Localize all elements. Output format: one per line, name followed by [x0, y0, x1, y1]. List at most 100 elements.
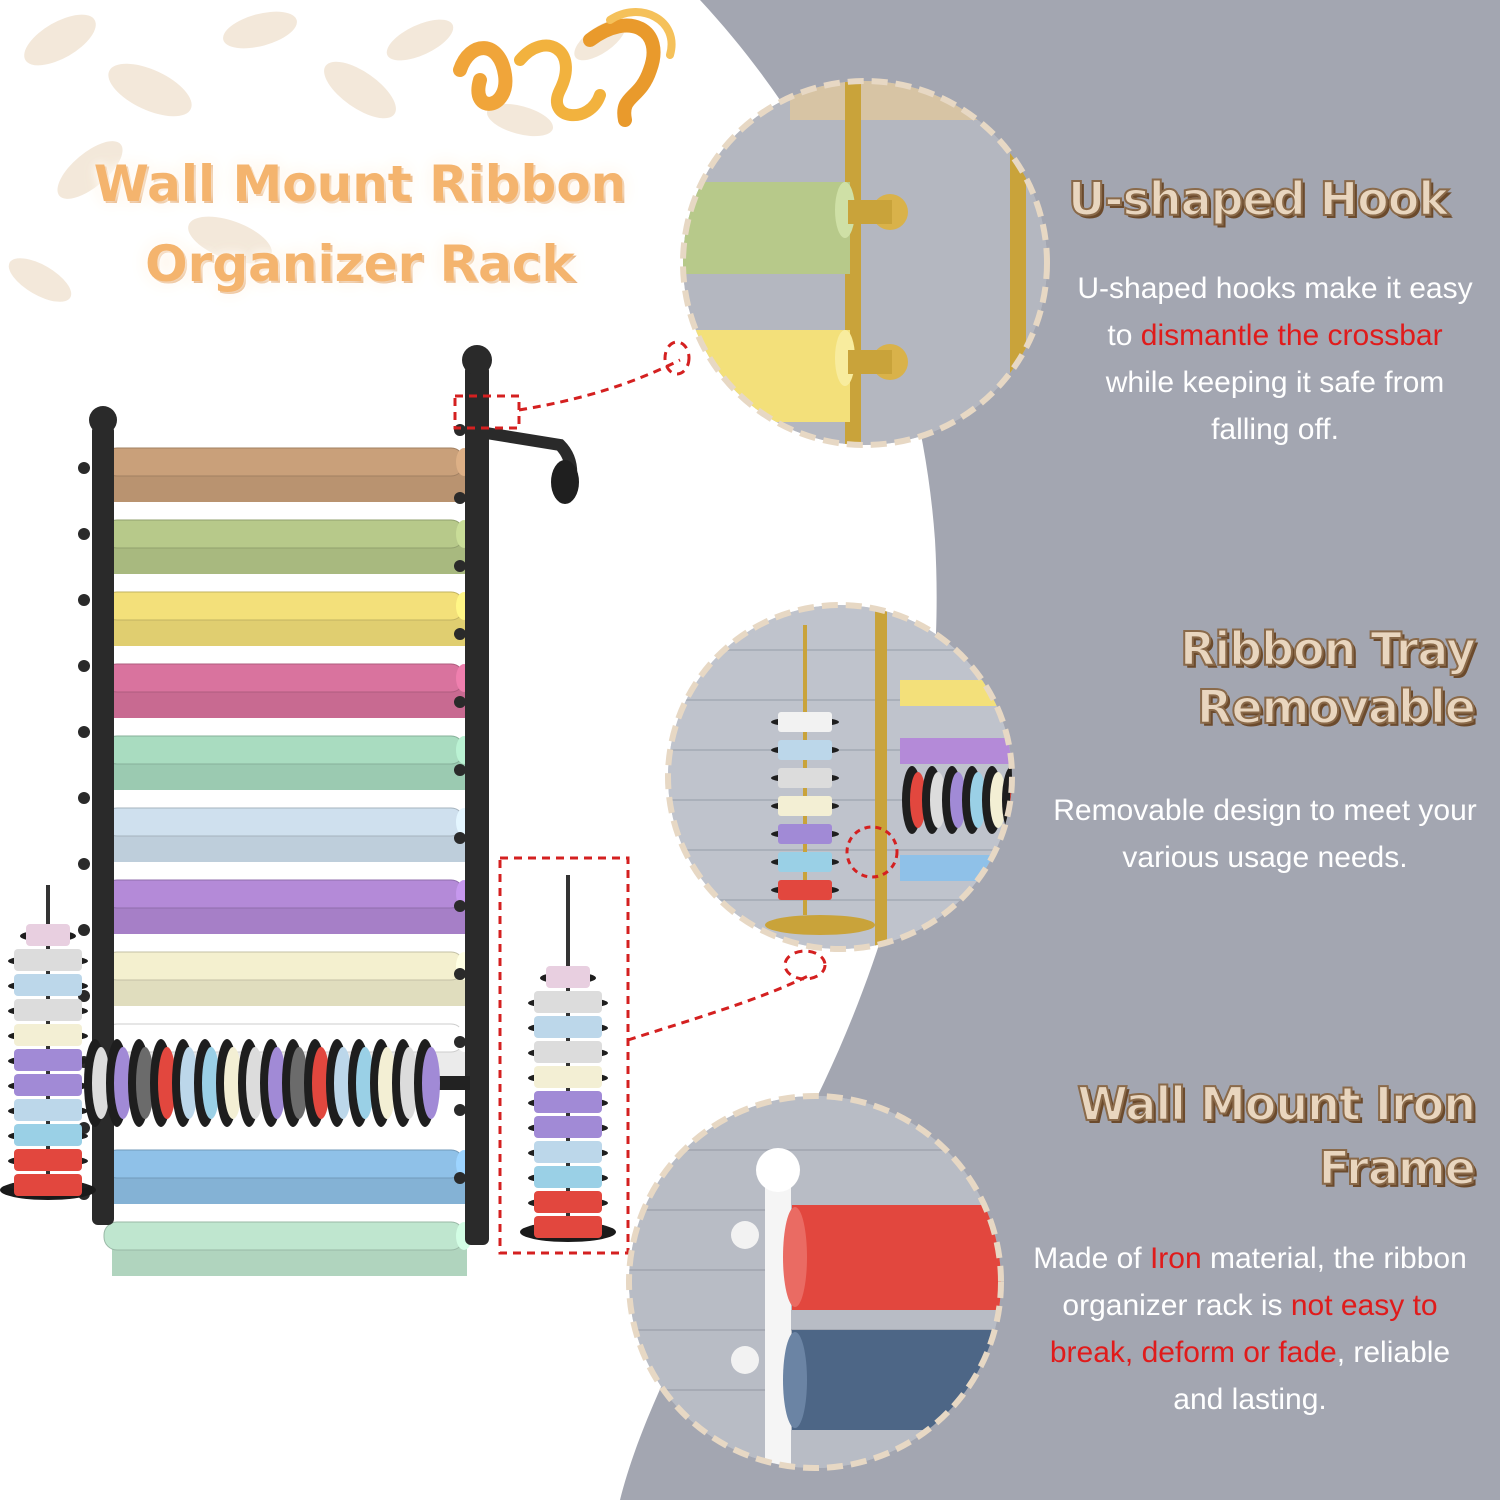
frame-knob	[78, 726, 90, 738]
ribbon-spool	[930, 772, 946, 828]
feature-description-hook: U-shaped hooks make it easy to dismantle…	[1070, 265, 1480, 453]
ribbon-spool	[180, 1047, 198, 1119]
ribbon-spool	[970, 772, 986, 828]
ribbon-spool	[910, 772, 926, 828]
feature-heading-frame-text: Wall Mount Iron Frame	[1076, 1076, 1477, 1196]
ribbon-spool	[990, 772, 1006, 828]
ribbon-spool	[378, 1047, 396, 1119]
frame-knob	[78, 792, 90, 804]
ribbon-spool	[290, 1047, 308, 1119]
paper-roll	[103, 951, 465, 981]
feature-description-frame: Made of Iron material, the ribbon organi…	[1030, 1235, 1470, 1423]
stacked-spool	[534, 991, 602, 1013]
stacked-spool	[534, 1216, 602, 1238]
description-text: U-shaped hooks make it easy to	[1077, 272, 1473, 352]
stacked-spool	[778, 852, 832, 872]
leaf-pattern-background	[8, 11, 626, 302]
frame-knob	[454, 1104, 466, 1116]
highlight-text: not easy to break, deform or fade	[1049, 1289, 1438, 1369]
stacked-spool	[534, 1191, 602, 1213]
stacked-spool	[14, 1049, 82, 1071]
stacked-spool	[14, 949, 82, 971]
stacked-spool	[546, 966, 590, 988]
ribbon-spool	[202, 1047, 220, 1119]
paper-roll	[103, 663, 465, 693]
hook-detail-circle	[680, 78, 1050, 448]
callout-markers	[453, 340, 827, 1255]
stacked-spool	[778, 740, 832, 760]
stacked-spool	[534, 1091, 602, 1113]
stacked-spool	[778, 796, 832, 816]
ribbon-spool	[268, 1047, 286, 1119]
stacked-spool	[778, 712, 832, 732]
frame-knob	[454, 1172, 466, 1184]
stacked-spool	[778, 768, 832, 788]
stacked-spool	[778, 824, 832, 844]
frame-knob	[78, 660, 90, 672]
description-text: , reliable and lasting.	[1173, 1336, 1451, 1416]
paper-roll	[103, 1149, 465, 1179]
ribbon-spool	[158, 1047, 176, 1119]
stacked-spool	[14, 974, 82, 996]
ribbon-spool	[334, 1047, 352, 1119]
frame-knob	[454, 492, 466, 504]
frame-knob	[78, 924, 90, 936]
frame-knob	[78, 594, 90, 606]
ribbon-spool	[400, 1047, 418, 1119]
stacked-spool	[534, 1041, 602, 1063]
feature-heading-frame: Wall Mount Iron Frame	[965, 1072, 1477, 1200]
stacked-spool	[14, 1099, 82, 1121]
ribbon-swirl-decoration	[453, 8, 676, 127]
stacked-spool	[534, 1116, 602, 1138]
frame-knob	[454, 968, 466, 980]
paper-roll	[103, 1221, 465, 1251]
paper-roll	[103, 591, 465, 621]
stacked-spool	[534, 1141, 602, 1163]
highlight-text: dismantle the crossbar	[1140, 319, 1443, 352]
ribbon-spool	[92, 1047, 110, 1119]
feature-heading-tray-text: Ribbon Tray Removable	[1179, 621, 1477, 735]
ribbon-spool	[246, 1047, 264, 1119]
highlight-text: Iron	[1149, 1242, 1202, 1275]
paper-roll	[103, 519, 465, 549]
feature-heading-tray: Ribbon Tray Removable	[1005, 620, 1477, 736]
stacked-spool	[14, 1124, 82, 1146]
frame-knob	[454, 832, 466, 844]
ribbon-spool	[136, 1047, 154, 1119]
stacked-spool	[14, 1024, 82, 1046]
frame-knob	[454, 628, 466, 640]
description-text: while keeping it safe from falling off.	[1105, 366, 1445, 446]
frame-knob	[454, 560, 466, 572]
feature-heading-hook: U-shaped Hook	[1067, 171, 1450, 227]
stacked-spool	[14, 1074, 82, 1096]
ribbon-spool	[422, 1047, 440, 1119]
paper-roll	[103, 879, 465, 909]
stacked-spool	[534, 1066, 602, 1088]
main-title-line2: Organizer Rack	[145, 235, 575, 293]
frame-detail-circle	[626, 1093, 1004, 1471]
ribbon-spool	[312, 1047, 330, 1119]
frame-knob	[78, 858, 90, 870]
stacked-spool	[14, 1174, 82, 1196]
frame-knob	[78, 528, 90, 540]
ribbon-spool	[224, 1047, 242, 1119]
frame-knob	[78, 462, 90, 474]
ribbon-spool	[114, 1047, 132, 1119]
stacked-spool	[534, 1166, 602, 1188]
frame-knob	[454, 1036, 466, 1048]
description-text: material, the ribbon organizer rack is	[1062, 1242, 1467, 1322]
frame-knob	[454, 424, 466, 436]
paper-roll	[103, 807, 465, 837]
tray-detail-circle	[665, 602, 1015, 952]
frame-knob	[454, 900, 466, 912]
ribbon-spool-flange	[1002, 766, 1012, 834]
feature-description-tray: Removable design to meet your various us…	[1045, 787, 1485, 881]
ribbon-rack	[0, 345, 616, 1276]
description-text: Made of	[1033, 1242, 1150, 1275]
paper-roll	[103, 735, 465, 765]
paper-roll	[103, 447, 465, 477]
frame-knob	[454, 696, 466, 708]
stacked-spool	[14, 1149, 82, 1171]
stacked-spool	[534, 1016, 602, 1038]
